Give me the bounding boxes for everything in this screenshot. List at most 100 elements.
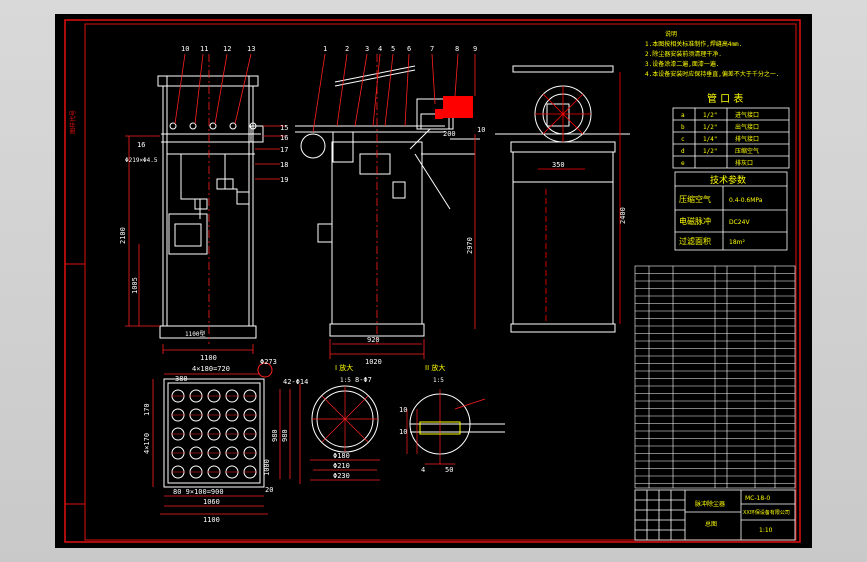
- dim-1100-front: 1100: [200, 354, 217, 362]
- side-label-5: 19: [280, 176, 288, 184]
- engineering-drawing: 图样代号: [64, 19, 801, 543]
- plan-dim-pipe: Φ273: [260, 358, 277, 366]
- nozzle-r1-c3: 进气接口: [735, 111, 759, 119]
- param-r1-name: 压缩空气: [679, 194, 711, 204]
- side-balloon-3: 3: [365, 45, 369, 53]
- dim-350: 350: [552, 161, 565, 169]
- plan-dim-b2: 1060: [203, 498, 220, 506]
- nozzle-r2-c2: 1/2": [703, 124, 717, 131]
- left-label: 16: [137, 141, 145, 149]
- plan-dim-20: 20: [265, 486, 273, 494]
- param-r2-val: DC24V: [729, 219, 750, 226]
- company: XX环保设备有限公司: [743, 509, 790, 516]
- outer-frame: [64, 19, 801, 543]
- param-table: 技术参数 压缩空气 0.4-0.6MPa 电磁脉冲 DC24V 过滤面积 18m…: [674, 171, 788, 251]
- scale: 1:10: [759, 527, 773, 534]
- inner-frame: [84, 23, 797, 541]
- side-balloon-7: 7: [430, 45, 434, 53]
- plan-view: [163, 362, 273, 488]
- dim-1005: 1005: [131, 277, 139, 294]
- note-4: 4.本设备安装时应保持垂直,偏差不大于千分之一.: [645, 70, 779, 78]
- front-balloon-2: 11: [200, 45, 208, 53]
- detail-a: I 放大 1:5 8-Φ7 Φ180 Φ210 Φ230: [310, 363, 380, 481]
- plan-dim-top: 4×180=720: [192, 365, 230, 373]
- detail-a-scale: 1:5: [340, 377, 351, 384]
- pipe-label: Φ219×Φ4.5: [125, 157, 158, 164]
- side-balloon-4: 4: [378, 45, 382, 53]
- note-2: 2.除尘器安装前须清理干净.: [645, 50, 722, 58]
- dim-2100: 2100: [119, 227, 127, 244]
- nozzle-r3-c2: 1/4": [703, 136, 717, 143]
- nozzle-r4-c3: 压缩空气: [735, 147, 759, 155]
- svg-text:图样代号: 图样代号: [69, 110, 77, 134]
- parts-list: [634, 265, 796, 489]
- side-balloon-1: 1: [323, 45, 327, 53]
- dim-2400: 2400: [619, 207, 627, 224]
- param-r3-val: 18m²: [729, 239, 745, 246]
- drawing-canvas[interactable]: 图样代号: [55, 14, 812, 548]
- dim-2970: 2970: [466, 237, 474, 254]
- side-balloon-9: 9: [473, 45, 477, 53]
- title-block: [634, 489, 796, 541]
- side-label-4: 18: [280, 161, 288, 169]
- side-label-1: 15: [280, 124, 288, 132]
- nozzle-r2-c1: b: [681, 124, 685, 131]
- nozzle-r5-c3: 排灰口: [735, 159, 753, 167]
- detail-b-dim-4: 50: [445, 466, 453, 474]
- nozzle-table: 管 口 表 a 1/2" 进气接口 b 1/2" 出气接口: [672, 92, 790, 169]
- plan-dim-left2: 4×170: [143, 433, 151, 454]
- detail-b-dim-3: 4: [421, 466, 425, 474]
- side-balloon-5: 5: [391, 45, 395, 53]
- plan-dim-380: 380: [175, 375, 188, 383]
- drawing-no: MC-18-0: [745, 495, 770, 502]
- detail-b-dim-2: 10: [399, 428, 407, 436]
- note-1: 1.本图按相关标准制作,焊缝高4mm.: [645, 40, 742, 48]
- front-balloon-3: 12: [223, 45, 231, 53]
- detail-a-label: 8-Φ7: [355, 376, 372, 384]
- front-balloon-1: 10: [181, 45, 189, 53]
- param-r3-name: 过滤面积: [679, 236, 711, 246]
- nozzle-r3-c1: c: [681, 136, 685, 143]
- nozzle-r3-c3: 排气接口: [735, 135, 759, 143]
- plan-dim-r2: 980: [281, 429, 289, 442]
- plan-dim-b3: 1100: [203, 516, 220, 524]
- nozzle-r5-c1: e: [681, 160, 685, 167]
- notes-title: 说明: [665, 30, 677, 38]
- param-r1-val: 0.4-0.6MPa: [729, 197, 763, 204]
- nozzle-r4-c1: d: [681, 148, 685, 155]
- nozzle-r2-c3: 出气接口: [735, 123, 759, 131]
- plan-dim-holes: 42-Φ14: [283, 378, 308, 386]
- side-label-3: 17: [280, 146, 288, 154]
- param-r2-name: 电磁脉冲: [679, 216, 711, 226]
- notes: 说明 1.本图按相关标准制作,焊缝高4mm. 2.除尘器安装前须清理干净. 3.…: [645, 30, 779, 78]
- front-balloon-4: 13: [247, 45, 255, 53]
- dim-1020: 1020: [365, 358, 382, 366]
- front-view: [157, 75, 264, 339]
- side-label-2: 16: [280, 134, 288, 142]
- nozzle-r4-c2: 1/2": [703, 148, 717, 155]
- detail-a-title: I 放大: [335, 363, 353, 372]
- side-balloon-8: 8: [455, 45, 459, 53]
- detail-b: II 放大 1:5 10 10 4 50: [399, 363, 505, 474]
- note-3: 3.设备涂漆二遍,面漆一遍.: [645, 60, 719, 68]
- right-view: [495, 65, 630, 333]
- side-balloon-2: 2: [345, 45, 349, 53]
- detail-b-scale: 1:5: [433, 377, 444, 384]
- dim-920: 920: [367, 336, 380, 344]
- base-label: 1100型: [185, 330, 205, 338]
- nozzle-r1-c2: 1/2": [703, 112, 717, 119]
- detail-b-title: II 放大: [425, 363, 445, 372]
- detail-b-dim-1: 10: [399, 406, 407, 414]
- plan-dim-b1: 80 9×100=900: [173, 488, 224, 496]
- detail-a-dim-1: Φ180: [333, 452, 350, 460]
- nozzle-r1-c1: a: [681, 112, 685, 119]
- plan-dim-left: 170: [143, 403, 151, 416]
- title-sub: 总图: [705, 520, 717, 528]
- plan-dim-r3: 1000: [263, 459, 271, 476]
- dim-200: 200: [443, 130, 456, 138]
- plan-dim-r1: 980: [271, 429, 279, 442]
- title-name: 脉冲除尘器: [695, 500, 725, 508]
- detail-a-dim-2: Φ210: [333, 462, 350, 470]
- side-balloon-6: 6: [407, 45, 411, 53]
